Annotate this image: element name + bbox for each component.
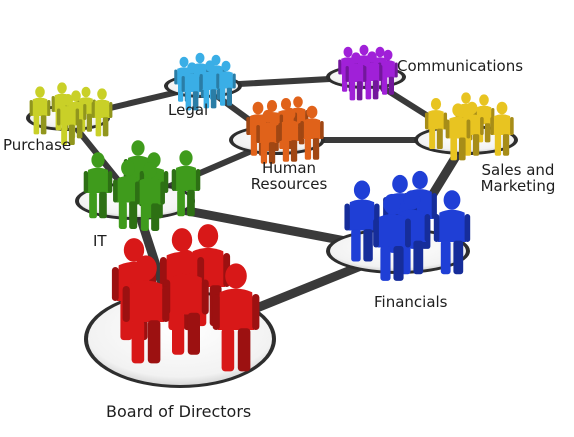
person-icon	[278, 107, 302, 162]
person-icon	[56, 94, 80, 146]
person-icon	[216, 60, 236, 106]
person-icon	[29, 86, 51, 135]
person-icon	[361, 51, 383, 100]
person-icon	[424, 98, 448, 150]
label-financials: Financials	[374, 293, 448, 311]
label-sales-marketing: Sales and Marketing	[470, 162, 566, 194]
label-purchase: Purchase	[3, 136, 72, 154]
person-icon	[490, 101, 514, 156]
person-icon	[171, 150, 201, 217]
person-icon	[122, 255, 170, 364]
person-icon	[433, 190, 471, 275]
person-icon	[373, 193, 411, 281]
label-human-resources: Human Resources	[244, 160, 334, 192]
person-icon	[83, 152, 113, 219]
label-communications: Communications	[397, 57, 524, 75]
label-human-resources-text: Human Resources	[250, 159, 328, 193]
person-icon	[163, 249, 209, 355]
label-sales-marketing-text: Sales and Marketing	[480, 161, 556, 195]
label-it: IT	[93, 232, 107, 250]
person-icon	[345, 52, 367, 101]
person-icon	[300, 105, 324, 160]
person-icon	[256, 109, 280, 164]
person-icon	[445, 103, 471, 161]
person-icon	[181, 62, 203, 111]
people-figures	[29, 44, 514, 372]
label-legal: Legal	[168, 101, 209, 119]
label-board: Board of Directors	[106, 402, 252, 421]
person-icon	[344, 180, 380, 262]
person-icon	[91, 88, 113, 137]
person-icon	[135, 161, 165, 231]
person-icon	[212, 263, 260, 372]
